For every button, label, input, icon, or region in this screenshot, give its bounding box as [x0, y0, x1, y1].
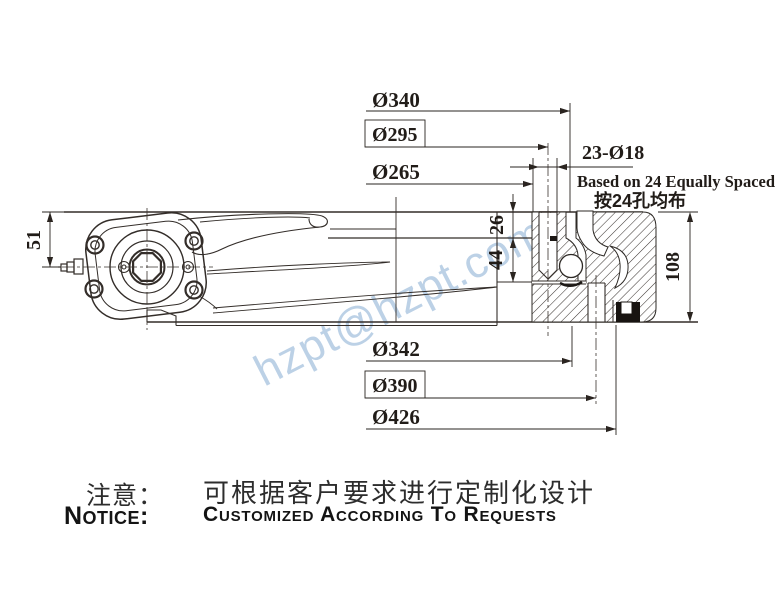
dim-h26-h44: 26 44 — [485, 194, 517, 282]
seal-lip-gap — [609, 245, 629, 290]
holes-note-en: Based on 24 Equally Spaced — [577, 172, 775, 191]
dim-d390: Ø390 — [364, 370, 596, 402]
dim-bolt-holes: 23-Ø18 Based on 24 Equally Spaced 按24孔均布 — [510, 142, 775, 211]
holes-count-label: 23-Ø18 — [582, 142, 644, 164]
flange-front-view — [58, 208, 213, 330]
flange-inner-rim — [94, 220, 198, 312]
shaft-socket-octagon — [132, 252, 162, 282]
dim-label-h108: 108 — [662, 252, 684, 282]
notice-label-zh: 注意： — [86, 482, 165, 510]
dim-label-d342: Ø342 — [372, 337, 420, 361]
notice-label-en: Notice: — [64, 502, 149, 530]
raceway-contact-arc — [559, 280, 583, 287]
dim-d295: Ø295 — [364, 119, 548, 151]
dim-d340: Ø340 — [366, 88, 571, 212]
dim-d342: Ø342 — [366, 326, 573, 367]
dimensions: Ø340 Ø295 Ø265 23-Ø18 Based on 24 Equall… — [23, 88, 775, 435]
raceway-contact-mark — [550, 236, 557, 241]
outer-ring-section — [531, 211, 657, 323]
bearing-cross-section — [531, 210, 657, 323]
dim-label-d340: Ø340 — [372, 88, 420, 112]
dim-label-d265: Ø265 — [372, 160, 420, 184]
bearing-ball — [558, 253, 584, 279]
bottom-bolt-hole — [588, 283, 605, 322]
flange-bolt-holes — [84, 231, 204, 300]
dim-label-h26: 26 — [486, 215, 508, 235]
dim-d265: Ø265 — [366, 158, 558, 212]
dim-label-d295: Ø295 — [372, 124, 418, 146]
dim-label-h51: 51 — [23, 230, 45, 250]
notice-text-zh: 可根据客户要求进行定制化设计 — [203, 478, 596, 508]
dim-label-d390: Ø390 — [372, 375, 418, 397]
dim-label-d426: Ø426 — [372, 405, 420, 429]
notice-text-en: Customized According To Requests — [203, 503, 557, 526]
seal-notch — [620, 301, 633, 315]
dim-h108: 108 — [658, 211, 698, 322]
dim-h51: 51 — [23, 211, 64, 268]
technical-drawing: hzpt@hzpt.com — [23, 88, 775, 435]
dim-label-h44: 44 — [485, 250, 507, 270]
flange-outline — [85, 211, 207, 321]
holes-note-zh: 按24孔均布 — [594, 190, 686, 211]
grease-nipple — [58, 258, 84, 275]
top-bolt-hole — [539, 212, 557, 271]
centerlines — [62, 208, 213, 330]
dim-d426: Ø426 — [366, 325, 617, 435]
ring-gap-channel — [576, 210, 609, 257]
notice-block: 注意： Notice: 可根据客户要求进行定制化设计 Customized Ac… — [0, 470, 777, 540]
